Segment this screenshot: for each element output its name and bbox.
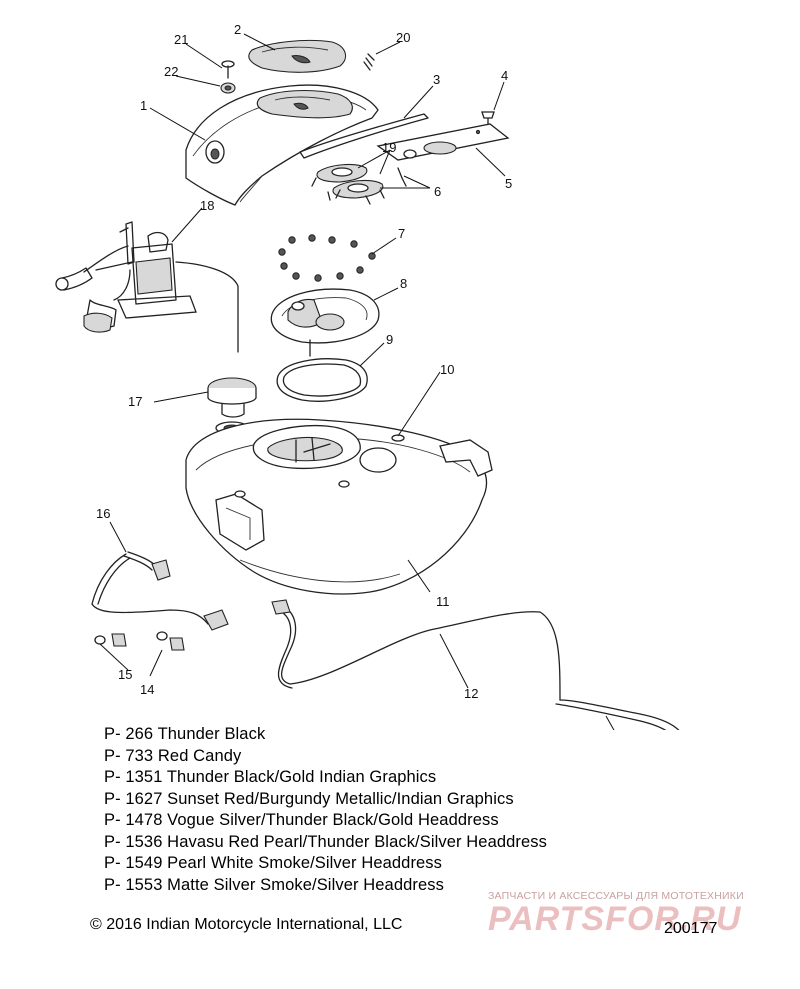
callout-21: 21	[174, 32, 188, 47]
part-grommet-22	[220, 82, 236, 94]
callout-14: 14	[140, 682, 154, 697]
leader-lines	[99, 33, 615, 730]
callout-20: 20	[396, 30, 410, 45]
callout-1: 1	[140, 98, 147, 113]
paint-code-item: P- 1351 Thunder Black/Gold Indian Graphi…	[104, 768, 437, 786]
part-screws-6	[327, 177, 407, 205]
part-trim-strip	[299, 113, 429, 159]
copyright-notice: © 2016 Indian Motorcycle International, …	[90, 916, 403, 933]
exploded-parts-diagram: 1 2 3 4 5 6 7 8 9 10 11 12 13 14 15 16 1…	[55, 22, 680, 730]
callout-6: 6	[434, 184, 441, 199]
callout-10: 10	[440, 362, 454, 377]
part-pump-plate	[270, 288, 380, 357]
paint-code-list: P- 266 Thunder Black P- 733 Red Candy P-…	[104, 724, 547, 896]
callout-12: 12	[464, 686, 478, 701]
part-bracket-plate	[376, 123, 510, 161]
callout-19: 19	[382, 140, 396, 155]
part-fuel-line-13	[559, 699, 680, 730]
part-screw-21	[221, 60, 235, 79]
watermark-logo: PARTSFOR.RU	[488, 900, 742, 938]
part-fuel-line-12	[281, 605, 561, 701]
part-fuel-tank	[185, 418, 493, 595]
callout-8: 8	[400, 276, 407, 291]
paint-code-item: P- 1553 Matte Silver Smoke/Silver Headdr…	[104, 875, 444, 894]
callout-7: 7	[398, 226, 405, 241]
callout-16: 16	[96, 506, 110, 521]
callout-11: 11	[436, 594, 450, 609]
callout-15: 15	[118, 667, 132, 682]
callout-5: 5	[505, 176, 512, 191]
part-console-insert	[248, 39, 347, 73]
watermark-caption: ЗАПЧАСТИ И АКСЕССУАРЫ ДЛЯ МОТОТЕХНИКИ	[488, 890, 744, 902]
callout-17: 17	[128, 394, 142, 409]
paint-code-item: P- 1478 Vogue Silver/Thunder Black/Gold …	[104, 811, 499, 829]
diagram-number: 200177	[664, 920, 718, 937]
part-screw-20	[363, 53, 375, 71]
paint-code-item: P- 1536 Havasu Red Pearl/Thunder Black/S…	[104, 832, 547, 851]
callout-4: 4	[501, 68, 508, 83]
part-fittings-14-15	[94, 631, 185, 651]
paint-code-item: P- 1627 Sunset Red/Burgundy Metallic/Ind…	[104, 789, 514, 808]
callout-2: 2	[234, 22, 241, 37]
callout-18: 18	[200, 198, 214, 213]
paint-code-item: P- 266 Thunder Black	[104, 725, 266, 743]
part-nuts-7	[278, 234, 376, 282]
part-gasket-9	[276, 358, 368, 402]
part-console-cover	[185, 84, 379, 206]
paint-code-item: P- 1549 Pearl White Smoke/Silver Headdre…	[104, 854, 443, 872]
callout-9: 9	[386, 332, 393, 347]
part-retainers-19	[311, 163, 403, 199]
callout-3: 3	[433, 72, 440, 87]
part-hose-16	[91, 551, 229, 631]
paint-code-item: P- 733 Red Candy	[104, 746, 242, 765]
watermark: ЗАПЧАСТИ И АКСЕССУАРЫ ДЛЯ МОТОТЕХНИКИ PA…	[488, 890, 788, 939]
callout-22: 22	[164, 64, 178, 79]
part-fuel-pump	[55, 221, 239, 353]
callout-labels: 1 2 3 4 5 6 7 8 9 10 11 12 13 14 15 16 1…	[96, 22, 512, 701]
